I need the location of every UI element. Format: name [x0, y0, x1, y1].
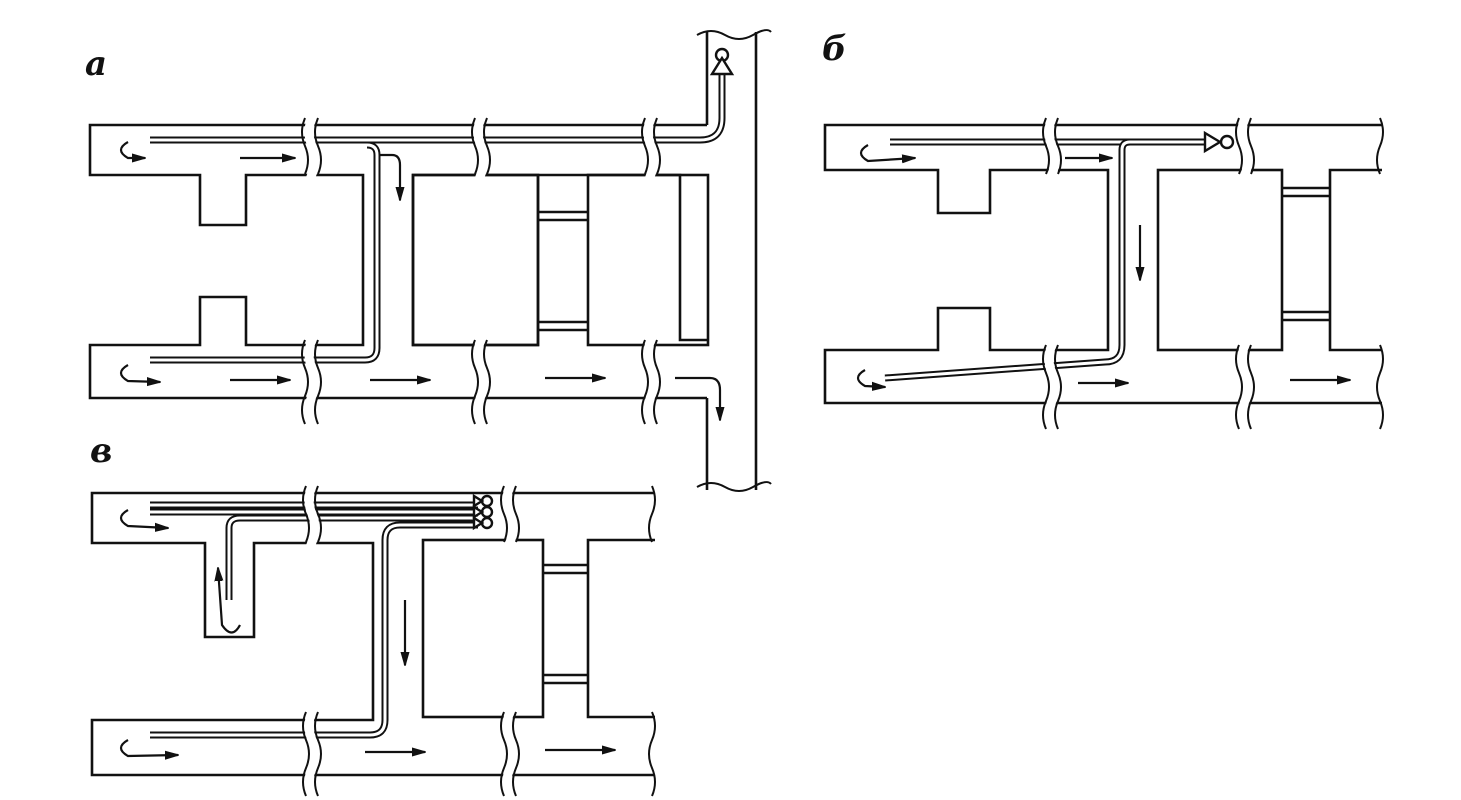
fan-icon [472, 493, 494, 531]
airflow-arrows-v [119, 509, 615, 756]
shaft-a [696, 29, 772, 492]
top-drift-a [88, 123, 710, 400]
label-v: в [90, 431, 112, 471]
break-marks-a [301, 116, 661, 426]
break-marks-v [302, 484, 520, 798]
diagram-b: б [822, 29, 1384, 431]
drifts-v [90, 485, 656, 797]
diagram-a: а [85, 29, 772, 492]
label-a: а [85, 44, 107, 84]
duct-a [150, 75, 726, 364]
duct-v [150, 501, 478, 739]
fan-icon [709, 47, 735, 76]
airflow-arrows-b [856, 144, 1350, 387]
airflow-arrows-a [119, 141, 720, 420]
drifts-b [823, 117, 1384, 430]
diagram-v: в [90, 431, 656, 798]
break-marks-b [1042, 116, 1255, 431]
label-b: б [822, 29, 847, 69]
fan-icon [1203, 130, 1235, 154]
